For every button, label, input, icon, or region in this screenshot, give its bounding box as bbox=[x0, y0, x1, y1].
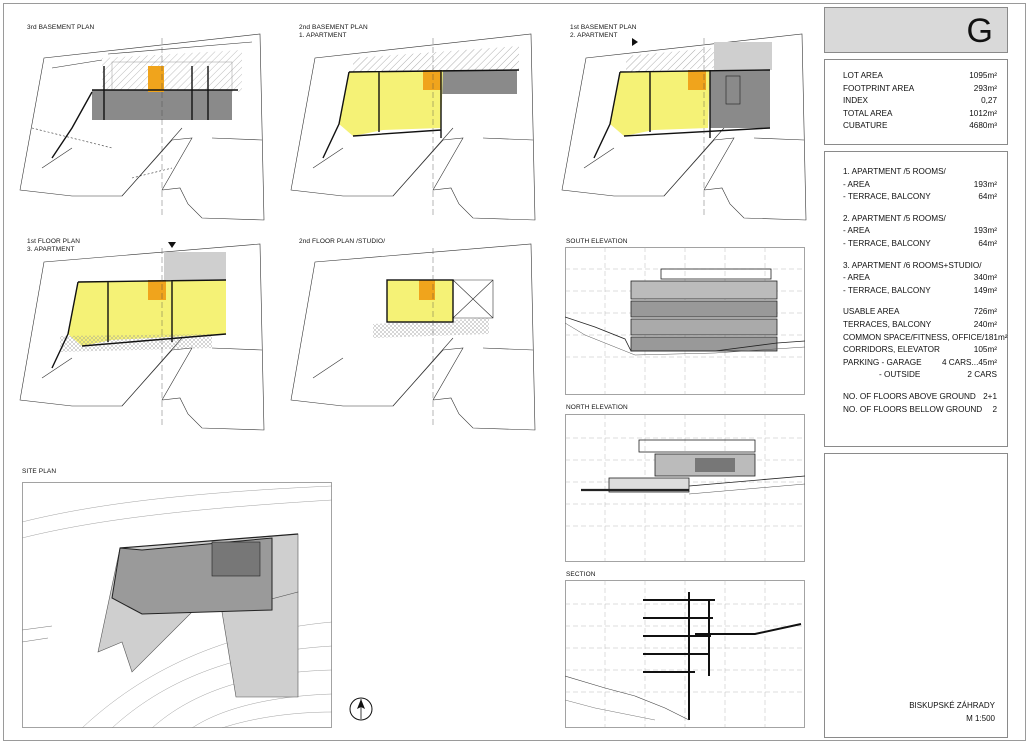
floors-value: 2+1 bbox=[983, 391, 997, 401]
area-label: - AREA bbox=[843, 273, 870, 283]
summary-value: 1095m² bbox=[969, 71, 997, 80]
summary-value: 4680m³ bbox=[969, 121, 997, 131]
area-label: - AREA bbox=[843, 179, 870, 189]
apartment-row: - AREA 340m² bbox=[843, 272, 997, 285]
sheet-letter-panel: G bbox=[824, 7, 1008, 53]
floors-label: NO. OF FLOORS ABOVE GROUND bbox=[843, 391, 976, 401]
totals-row: CORRIDORS, ELEVATOR 105m² bbox=[843, 344, 997, 357]
summary-label: INDEX bbox=[843, 96, 869, 106]
apartment-row: - TERRACE, BALCONY 149m² bbox=[843, 285, 997, 298]
floors-label: NO. OF FLOORS BELLOW GROUND bbox=[843, 404, 983, 414]
drawing-sheet bbox=[3, 3, 1026, 741]
summary-panel: LOT AREA 1095m² FOOTPRINT AREA 293m² INDEX… bbox=[824, 59, 1008, 145]
totals-label: - OUTSIDE bbox=[879, 370, 921, 380]
apartment-row: - AREA 193m² bbox=[843, 225, 997, 238]
totals-row: TERRACES, BALCONY 240m² bbox=[843, 319, 997, 332]
summary-row: FOOTPRINT AREA 293m² bbox=[843, 83, 997, 96]
drawing-scale: M 1:500 bbox=[966, 714, 995, 723]
totals-row: - OUTSIDE 2 CARS bbox=[843, 369, 997, 382]
terrace-label: - TERRACE, BALCONY bbox=[843, 192, 931, 202]
summary-value: 1012m² bbox=[969, 108, 997, 118]
apartment-2-title: 2. APARTMENT /5 ROOMS/ bbox=[843, 213, 946, 223]
totals-label: USABLE AREA bbox=[843, 307, 900, 317]
terrace-label: - TERRACE, BALCONY bbox=[843, 285, 931, 295]
north-elevation-drawing bbox=[565, 414, 805, 562]
north-arrow-icon bbox=[349, 697, 373, 721]
area-label: - AREA bbox=[843, 226, 870, 236]
totals-value: 726m² bbox=[973, 307, 997, 317]
south-elevation-drawing bbox=[565, 247, 805, 395]
plan-caption-2nd-floor: 2nd FLOOR PLAN /STUDIO/ bbox=[299, 238, 386, 245]
plan-1st-floor bbox=[19, 242, 265, 431]
floors-value: 2 bbox=[992, 404, 997, 414]
summary-row: CUBATURE 4680m³ bbox=[843, 120, 997, 133]
plan-caption-1st-basement: 1st BASEMENT PLAN 2. APARTMENT bbox=[570, 24, 637, 39]
project-name: BISKUPSKÉ ZÁHRADY bbox=[909, 701, 995, 710]
totals-label: PARKING - GARAGE bbox=[843, 357, 922, 367]
floors-row: NO. OF FLOORS BELLOW GROUND 2 bbox=[843, 404, 997, 417]
plan-caption-3rd-basement: 3rd BASEMENT PLAN bbox=[27, 24, 95, 31]
apartment-row: - TERRACE, BALCONY 64m² bbox=[843, 238, 997, 251]
apartment-title: 3. APARTMENT /6 ROOMS+STUDIO/ bbox=[843, 260, 997, 273]
terrace-value: 64m² bbox=[978, 238, 997, 248]
plan-caption-1st-floor: 1st FLOOR PLAN 3. APARTMENT bbox=[27, 238, 81, 253]
site-plan-drawing bbox=[22, 482, 332, 728]
title-block-panel: BISKUPSKÉ ZÁHRADY M 1:500 bbox=[824, 453, 1008, 738]
apartment-3-title: 3. APARTMENT /6 ROOMS+STUDIO/ bbox=[843, 260, 982, 270]
area-value: 193m² bbox=[973, 179, 997, 189]
summary-row: TOTAL AREA 1012m² bbox=[843, 108, 997, 121]
apartment-row: - TERRACE, BALCONY 64m² bbox=[843, 191, 997, 204]
totals-value: 2 CARS bbox=[967, 370, 997, 380]
apartment-title: 2. APARTMENT /5 ROOMS/ bbox=[843, 213, 997, 226]
plan-2nd-floor bbox=[290, 243, 536, 431]
summary-label: FOOTPRINT AREA bbox=[843, 83, 915, 93]
section-drawing bbox=[565, 580, 805, 728]
terrace-label: - TERRACE, BALCONY bbox=[843, 238, 931, 248]
totals-row: PARKING - GARAGE 4 CARS...45m² bbox=[843, 357, 997, 370]
summary-value: 0,27 bbox=[981, 96, 997, 106]
floors-row: NO. OF FLOORS ABOVE GROUND 2+1 bbox=[843, 391, 997, 404]
summary-row: LOT AREA 1095m² bbox=[843, 70, 997, 83]
totals-value: 240m² bbox=[973, 319, 997, 329]
area-value: 340m² bbox=[973, 273, 997, 283]
summary-row: INDEX 0,27 bbox=[843, 95, 997, 108]
caption-north-elevation: NORTH ELEVATION bbox=[566, 404, 628, 411]
totals-row: COMMON SPACE/FITNESS, OFFICE/181m² bbox=[843, 332, 1008, 345]
totals-row: USABLE AREA 726m² bbox=[843, 306, 997, 319]
caption-section: SECTION bbox=[566, 571, 596, 578]
terrace-value: 149m² bbox=[973, 285, 997, 295]
summary-value: 293m² bbox=[973, 83, 997, 93]
summary-label: TOTAL AREA bbox=[843, 108, 893, 118]
area-value: 193m² bbox=[973, 226, 997, 236]
caption-south-elevation: SOUTH ELEVATION bbox=[566, 238, 628, 245]
apartment-row: - AREA 193m² bbox=[843, 179, 997, 192]
plan-3rd-basement bbox=[19, 33, 265, 221]
terrace-value: 64m² bbox=[978, 192, 997, 202]
totals-value: 181m² bbox=[984, 332, 1008, 342]
totals-label: CORRIDORS, ELEVATOR bbox=[843, 345, 940, 355]
totals-value: 105m² bbox=[973, 345, 997, 355]
summary-label: CUBATURE bbox=[843, 121, 888, 131]
plan-2nd-basement bbox=[290, 33, 536, 221]
plan-1st-basement bbox=[561, 33, 807, 221]
details-panel: 1. APARTMENT /5 ROOMS/ - AREA 193m² - TER… bbox=[824, 151, 1008, 447]
plan-caption-2nd-basement: 2nd BASEMENT PLAN 1. APARTMENT bbox=[299, 24, 368, 39]
summary-label: LOT AREA bbox=[843, 71, 883, 80]
apartment-1-title: 1. APARTMENT /5 ROOMS/ bbox=[843, 167, 946, 176]
apartment-title: 1. APARTMENT /5 ROOMS/ bbox=[843, 166, 997, 179]
totals-value: 4 CARS...45m² bbox=[941, 357, 997, 367]
totals-label: TERRACES, BALCONY bbox=[843, 319, 932, 329]
totals-label: COMMON SPACE/FITNESS, OFFICE/ bbox=[843, 332, 985, 342]
caption-site-plan: SITE PLAN bbox=[22, 468, 57, 475]
sheet-letter: G bbox=[966, 12, 993, 50]
